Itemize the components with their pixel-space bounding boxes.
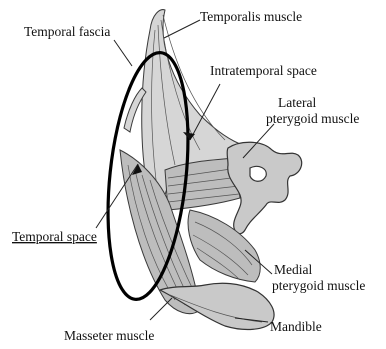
label-medial-pterygoid-line1: Medial (274, 262, 312, 277)
leader-temporalis-muscle (164, 20, 200, 38)
pterygoid-bone-shape (227, 142, 302, 233)
label-mandible: Mandible (270, 319, 322, 334)
label-temporalis-muscle: Temporalis muscle (200, 9, 302, 24)
label-masseter-muscle: Masseter muscle (64, 328, 154, 343)
label-temporal-space: Temporal space (12, 229, 97, 244)
leader-temporal-fascia (114, 40, 132, 66)
label-intratemporal-space: Intratemporal space (210, 63, 317, 78)
label-medial-pterygoid-line2: pterygoid muscle (272, 278, 365, 293)
label-temporal-fascia: Temporal fascia (24, 24, 110, 39)
leader-masseter (150, 298, 172, 320)
label-lateral-pterygoid-line2: pterygoid muscle (266, 111, 359, 126)
label-lateral-pterygoid-line1: Lateral (278, 95, 316, 110)
